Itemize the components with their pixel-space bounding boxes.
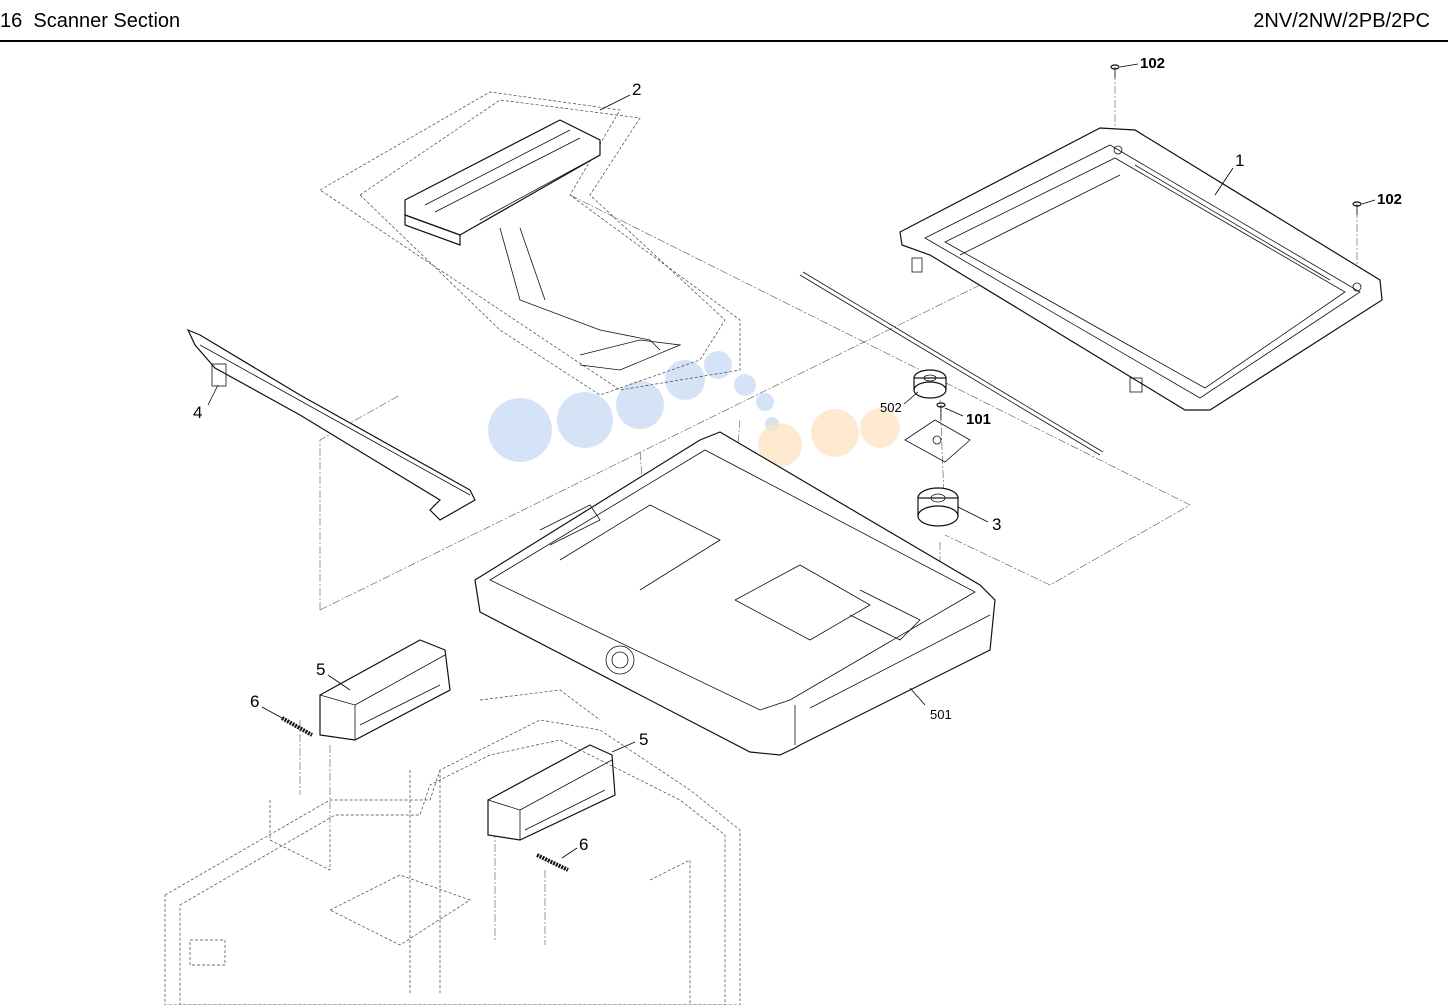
callout-1: 1	[1235, 151, 1244, 170]
part-spring-right	[536, 853, 569, 872]
callout-6-left: 6	[250, 692, 259, 711]
watermark	[488, 351, 900, 516]
assembly-guide-lines	[299, 72, 1358, 945]
part-hinge-left	[319, 639, 451, 741]
part-screws-102	[1110, 64, 1362, 215]
part-screw-101	[936, 402, 946, 420]
callout-101: 101	[966, 411, 991, 428]
section-heading: 16 Scanner Section	[0, 10, 180, 33]
part-top-frame	[899, 127, 1383, 411]
part-hinge-right	[487, 744, 616, 841]
part-scanner-base	[474, 431, 996, 756]
callout-5-right: 5	[639, 730, 648, 749]
callout-502: 502	[880, 400, 902, 415]
callout-102-right: 102	[1377, 191, 1402, 208]
part-spring-left	[281, 716, 313, 737]
callout-5-left: 5	[316, 660, 325, 679]
callout-4: 4	[193, 403, 202, 422]
callout-6-right: 6	[579, 835, 588, 854]
phantom-outline-scanner-area	[319, 91, 741, 396]
part-side-bar	[186, 328, 476, 521]
part-motor	[917, 487, 959, 527]
part-shaft	[799, 271, 1104, 456]
phantom-printer-body	[164, 689, 741, 1005]
callout-501: 501	[930, 707, 952, 722]
model-codes: 2NV/2NW/2PB/2PC	[1253, 10, 1430, 32]
part-gear	[913, 369, 947, 399]
callout-leader-lines	[207, 63, 1376, 859]
section-number: 16	[0, 10, 23, 32]
callout-2: 2	[632, 80, 641, 99]
callout-3: 3	[992, 515, 1001, 534]
page-header: 16 Scanner Section 2NV/2NW/2PB/2PC	[0, 0, 1448, 42]
part-bracket-plate	[904, 419, 971, 463]
part-scanner-unit	[404, 119, 682, 371]
callout-102-top: 102	[1140, 55, 1165, 72]
section-title: Scanner Section	[33, 10, 181, 32]
